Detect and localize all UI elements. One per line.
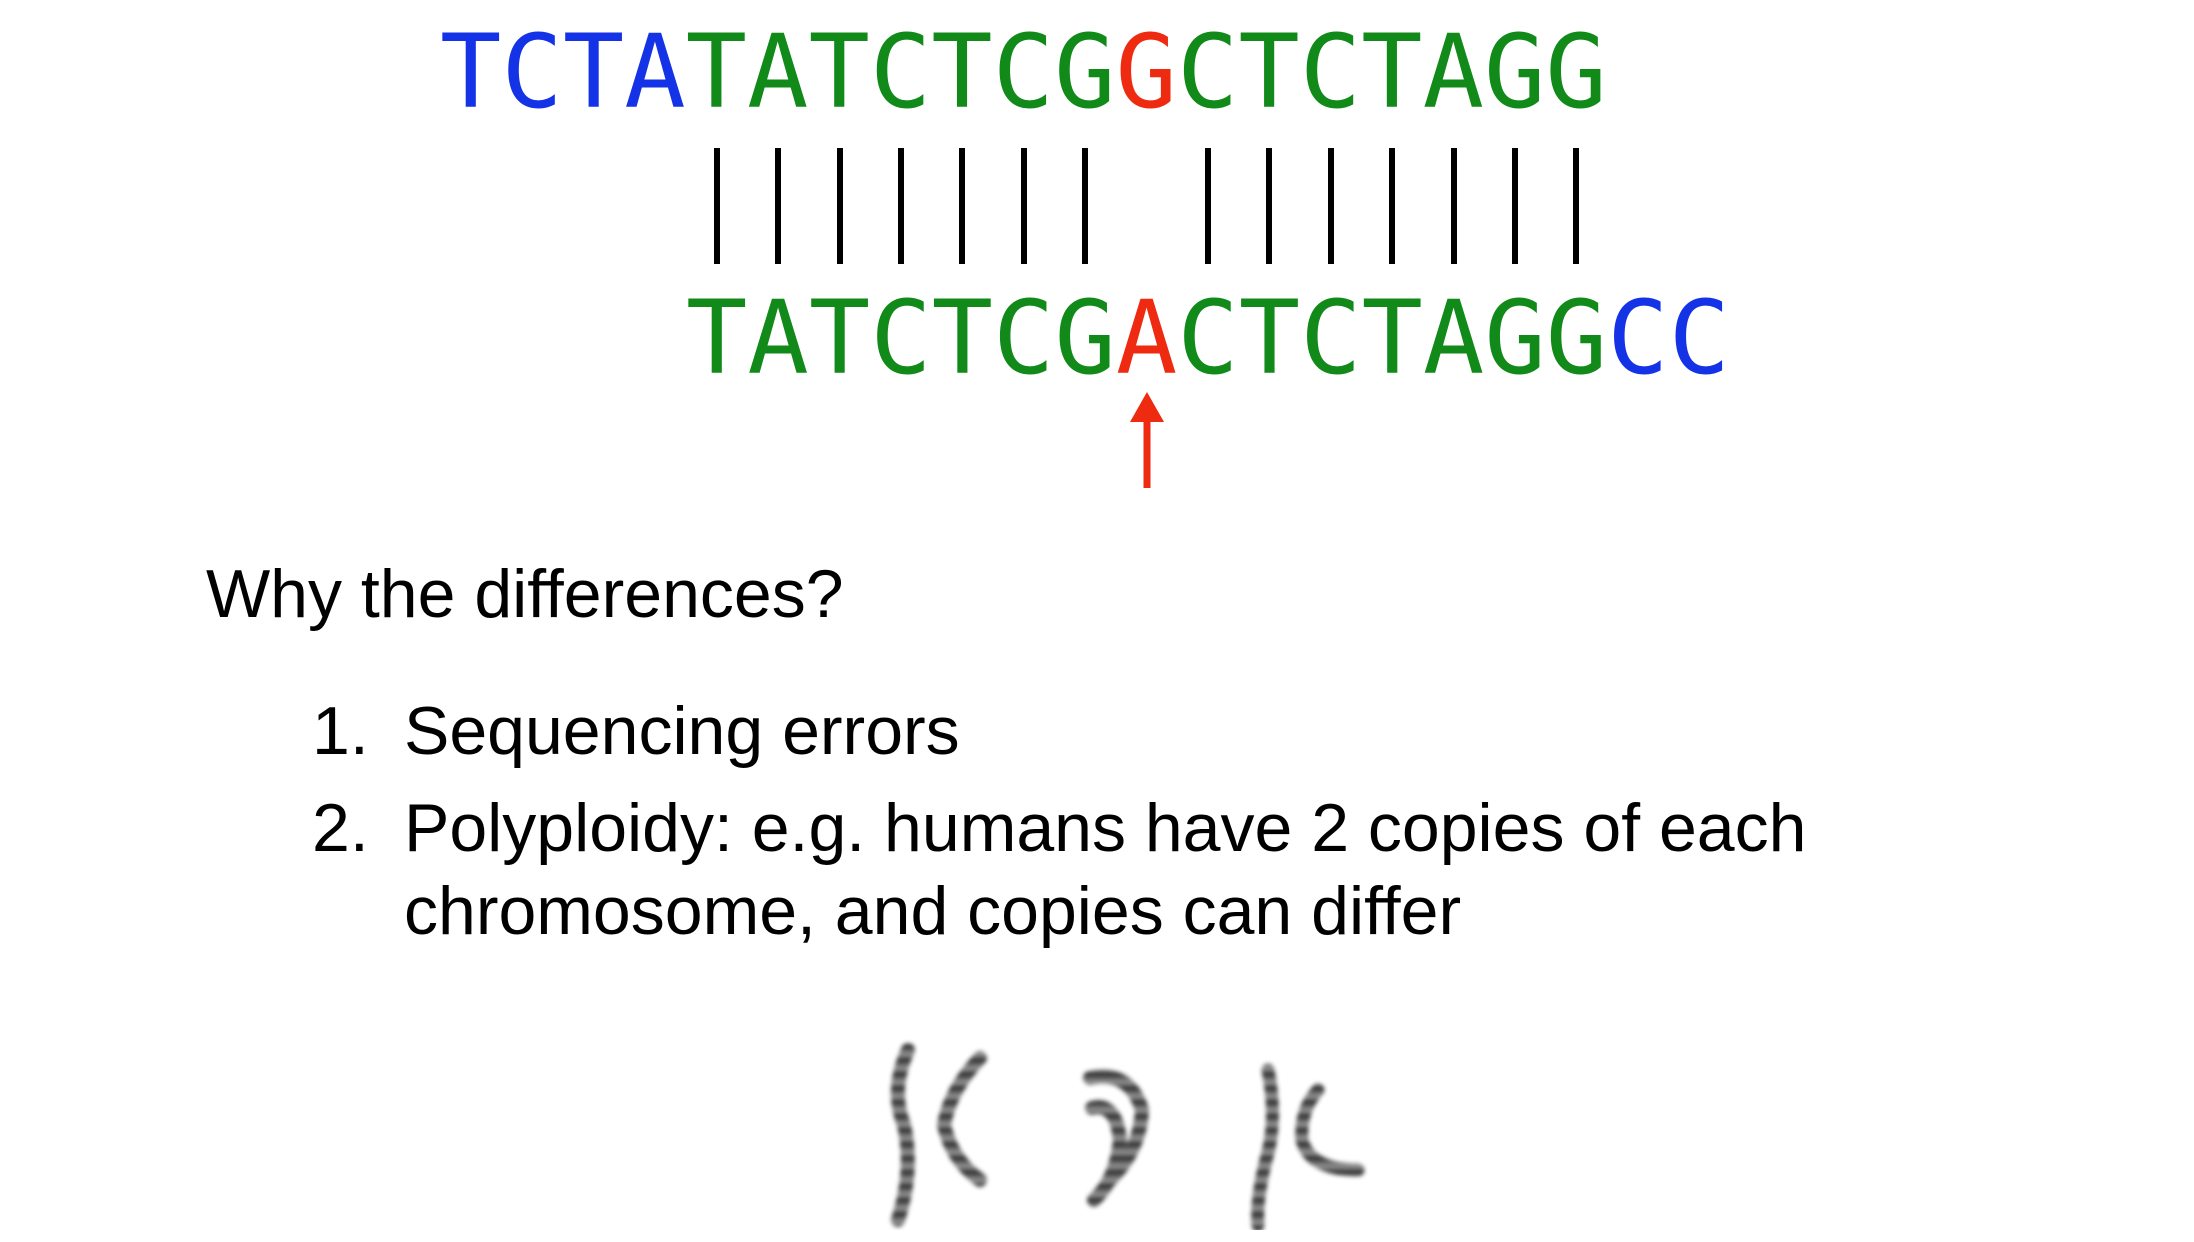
match-bar: [1511, 148, 1518, 264]
match-bar: [1266, 148, 1273, 264]
match-bar: [836, 148, 843, 264]
top-sequence-segment: TCTA: [440, 13, 686, 132]
match-bar: [959, 148, 966, 264]
top-sequence: TCTATATCTCGGCTCTAGG: [440, 22, 1607, 124]
match-bar: [713, 148, 720, 264]
chromosome-pair-1: [890, 1043, 987, 1227]
match-bar: [1020, 148, 1027, 264]
bottom-sequence-segment: TATCTCG: [686, 279, 1116, 398]
match-bar: [775, 148, 782, 264]
match-bar: [1389, 148, 1396, 264]
mismatch-arrow-icon: [1130, 392, 1164, 488]
match-bar: [1573, 148, 1580, 264]
top-sequence-segment: CTCTAGG: [1176, 13, 1607, 132]
reason-item: 2. Polyploidy: e.g. humans have 2 copies…: [312, 787, 1932, 953]
match-bars: [686, 148, 1606, 264]
match-bar: [1327, 148, 1334, 264]
match-bar: [1082, 148, 1089, 264]
chromosome-pairs-image: [890, 1043, 1365, 1230]
match-bar: [897, 148, 904, 264]
reason-number: 2.: [312, 789, 369, 866]
bottom-sequence-segment: A: [1115, 279, 1178, 398]
bottom-sequence-segment: CC: [1607, 279, 1730, 398]
reason-number: 1.: [312, 693, 369, 769]
match-bar: [1204, 148, 1211, 264]
reason-text: Sequencing errors: [404, 693, 960, 769]
top-sequence-segment: G: [1115, 13, 1177, 132]
bottom-sequence: TATCTCGACTCTAGGCC: [686, 288, 1730, 390]
top-sequence-segment: TATCTCG: [685, 13, 1116, 132]
match-bar: [1450, 148, 1457, 264]
chromosome-pair-3: [1251, 1063, 1365, 1230]
reason-text: Polyploidy: e.g. humans have 2 copies of…: [404, 789, 1807, 949]
reasons-list: 1. Sequencing errors 2. Polyploidy: e.g.…: [312, 690, 1932, 967]
bottom-sequence-segment: CTCTAGG: [1177, 279, 1608, 398]
reason-item: 1. Sequencing errors: [312, 690, 1932, 773]
chromosome-pair-2: [1083, 1069, 1150, 1207]
question-heading: Why the differences?: [206, 556, 844, 632]
